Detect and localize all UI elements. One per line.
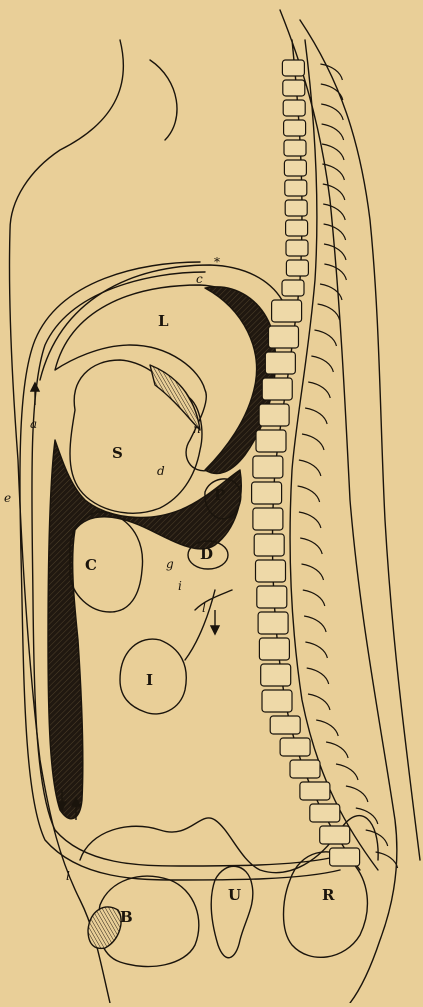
pubic-bone <box>88 907 121 948</box>
spinous-process <box>320 64 342 80</box>
label-pancreas: P <box>214 486 225 504</box>
spinous-process <box>302 564 324 580</box>
vertebra <box>265 352 295 374</box>
colon-outline <box>70 512 143 612</box>
spinous-process <box>308 694 330 710</box>
spinous-process <box>322 144 344 160</box>
spinous-process <box>376 852 398 868</box>
spinous-process <box>321 84 343 100</box>
mesentery <box>185 590 232 660</box>
spinous-process <box>318 304 340 320</box>
vertebra <box>282 60 304 76</box>
vertebra <box>272 300 302 322</box>
vertebra <box>286 240 308 256</box>
vertebra <box>257 586 287 608</box>
vertebra <box>253 456 283 478</box>
spinous-process <box>305 408 327 424</box>
vertebra <box>320 826 350 844</box>
spinous-process <box>305 642 327 658</box>
spinous-process <box>324 224 346 240</box>
vertebra <box>254 534 284 556</box>
vertebra <box>256 560 286 582</box>
label-i: i <box>178 579 182 593</box>
spinous-process <box>308 382 330 398</box>
spinous-process <box>336 764 358 780</box>
label-duodenum: D <box>200 545 213 563</box>
vertebra <box>300 782 330 800</box>
vertebra <box>252 482 282 504</box>
vertebra <box>270 716 300 734</box>
label-rectum: R <box>322 886 335 904</box>
vertebra <box>283 100 305 116</box>
vertebra <box>282 280 304 296</box>
vertebra <box>284 120 306 136</box>
vertebra <box>261 664 291 686</box>
vertebra <box>285 180 307 196</box>
label-star: * <box>214 255 220 269</box>
vertebra <box>284 140 306 156</box>
rectum-outline <box>284 852 368 958</box>
vertebra <box>286 260 308 276</box>
spinous-process <box>323 184 345 200</box>
label-bladder: B <box>120 908 133 926</box>
label-a: a <box>30 417 37 431</box>
spinous-process <box>304 616 326 632</box>
spinous-process <box>307 668 329 684</box>
vertebra <box>290 760 320 778</box>
spinous-process <box>323 204 345 220</box>
vertebral-column <box>252 60 360 866</box>
label-g: g <box>166 557 174 571</box>
intestine-loop <box>120 639 186 714</box>
label-l-lower: l <box>66 869 70 883</box>
chest-line <box>150 60 177 140</box>
spinous-process <box>346 786 368 802</box>
spinous-process <box>299 460 321 476</box>
vertebra <box>284 160 306 176</box>
spinous-process <box>316 720 338 736</box>
label-e: e <box>4 491 11 505</box>
label-n: n <box>193 422 201 436</box>
vertebra <box>268 326 298 348</box>
vertebra <box>285 200 307 216</box>
spinous-process <box>298 486 320 502</box>
label-l-upper: l <box>202 601 206 615</box>
stomach-shading <box>150 365 200 430</box>
vertebra <box>262 378 292 400</box>
vertebra <box>253 508 283 530</box>
vertebra <box>259 404 289 426</box>
label-intestine: I <box>146 671 153 689</box>
spinous-process <box>326 742 348 758</box>
vertebra <box>258 612 288 634</box>
spinous-process <box>314 330 336 346</box>
spinous-process <box>322 124 344 140</box>
spinous-process <box>302 434 324 450</box>
vertebra <box>256 430 286 452</box>
vertebra <box>262 690 292 712</box>
label-c: c <box>196 272 203 286</box>
arrow-up-a <box>31 383 39 405</box>
spinous-process <box>303 590 325 606</box>
vertebra <box>283 80 305 96</box>
vertebra <box>310 804 340 822</box>
label-uterus: U <box>228 886 241 904</box>
vertebra <box>259 638 289 660</box>
spinous-process <box>311 356 333 372</box>
label-liver: L <box>158 312 169 330</box>
vertebra <box>330 848 360 866</box>
spinous-process <box>321 104 343 120</box>
stomach-outline <box>70 360 202 513</box>
spinous-process <box>299 512 321 528</box>
vertebra <box>280 738 310 756</box>
label-colon: C <box>85 556 97 574</box>
label-d: d <box>157 464 165 478</box>
label-stomach: S <box>112 444 123 462</box>
vertebra <box>286 220 308 236</box>
arrow-down-l <box>211 610 219 634</box>
spinous-process <box>300 538 322 554</box>
